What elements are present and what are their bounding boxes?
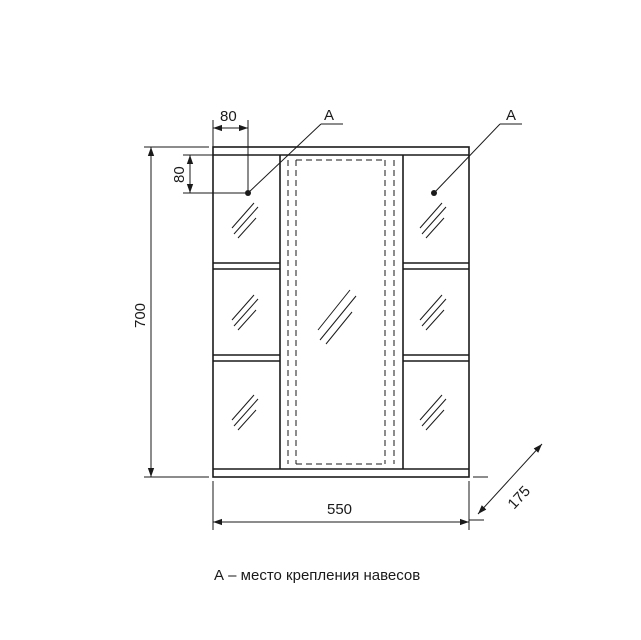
width-dimension — [212, 481, 470, 530]
depth-label: 175 — [504, 483, 534, 513]
mount-point-left — [245, 123, 343, 196]
right-shelves — [403, 262, 469, 362]
left-shelves — [213, 262, 280, 362]
mount-offset-y-label: 80 — [171, 166, 188, 183]
cabinet-outline — [212, 146, 470, 478]
legend-caption: А – место крепления навесов — [214, 567, 420, 584]
depth-dimension — [469, 443, 543, 521]
height-dimension — [144, 146, 209, 478]
mount-label-right: A — [506, 107, 516, 124]
mount-point-right — [431, 123, 522, 196]
mirror-door — [279, 155, 404, 469]
width-label: 550 — [327, 501, 352, 518]
mount-offset-x-dimension — [212, 120, 249, 190]
mount-label-left: A — [324, 107, 334, 124]
mirror-hatching — [231, 202, 447, 431]
mount-offset-y-dimension — [183, 154, 245, 194]
height-label: 700 — [132, 303, 149, 328]
mount-offset-x-label: 80 — [220, 108, 237, 125]
